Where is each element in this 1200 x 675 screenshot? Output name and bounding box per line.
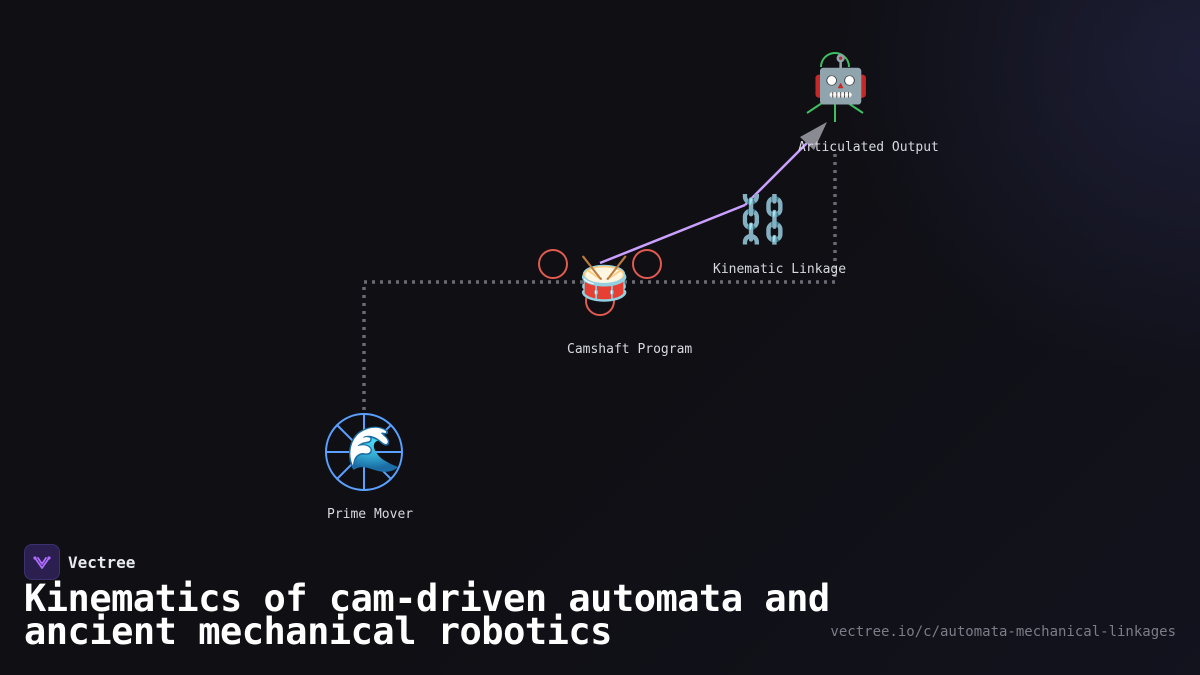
edge-prime-to-camshaft bbox=[362, 280, 600, 410]
edge-linkage-to-output bbox=[744, 141, 809, 206]
arrowhead-icon bbox=[800, 122, 827, 150]
node-label-linkage: Kinematic Linkage bbox=[713, 262, 847, 277]
camshaft-lobes bbox=[538, 249, 662, 316]
node-label-prime-mover: Prime Mover bbox=[327, 507, 414, 522]
node-label-output: Articulated Output bbox=[798, 140, 939, 155]
robot-icon[interactable]: 🤖 bbox=[812, 52, 870, 106]
edge-camshaft-to-linkage bbox=[599, 203, 746, 265]
brand[interactable]: Vectree bbox=[24, 544, 135, 580]
drum-icon[interactable]: 🥁 bbox=[578, 254, 631, 303]
edge-camshaft-to-output bbox=[600, 150, 837, 284]
prime-mover-wheel bbox=[325, 413, 403, 491]
output-armature bbox=[806, 52, 864, 122]
node-label-camshaft: Camshaft Program bbox=[567, 342, 693, 357]
page-title: Kinematics of cam-driven automata and an… bbox=[24, 577, 830, 653]
wave-icon[interactable]: 🌊 bbox=[346, 424, 401, 475]
source-url[interactable]: vectree.io/c/automata-mechanical-linkage… bbox=[830, 624, 1176, 640]
brand-name: Vectree bbox=[68, 552, 136, 572]
vectree-logo-icon bbox=[24, 544, 60, 580]
chain-icon[interactable]: ⛓️ bbox=[734, 192, 792, 246]
